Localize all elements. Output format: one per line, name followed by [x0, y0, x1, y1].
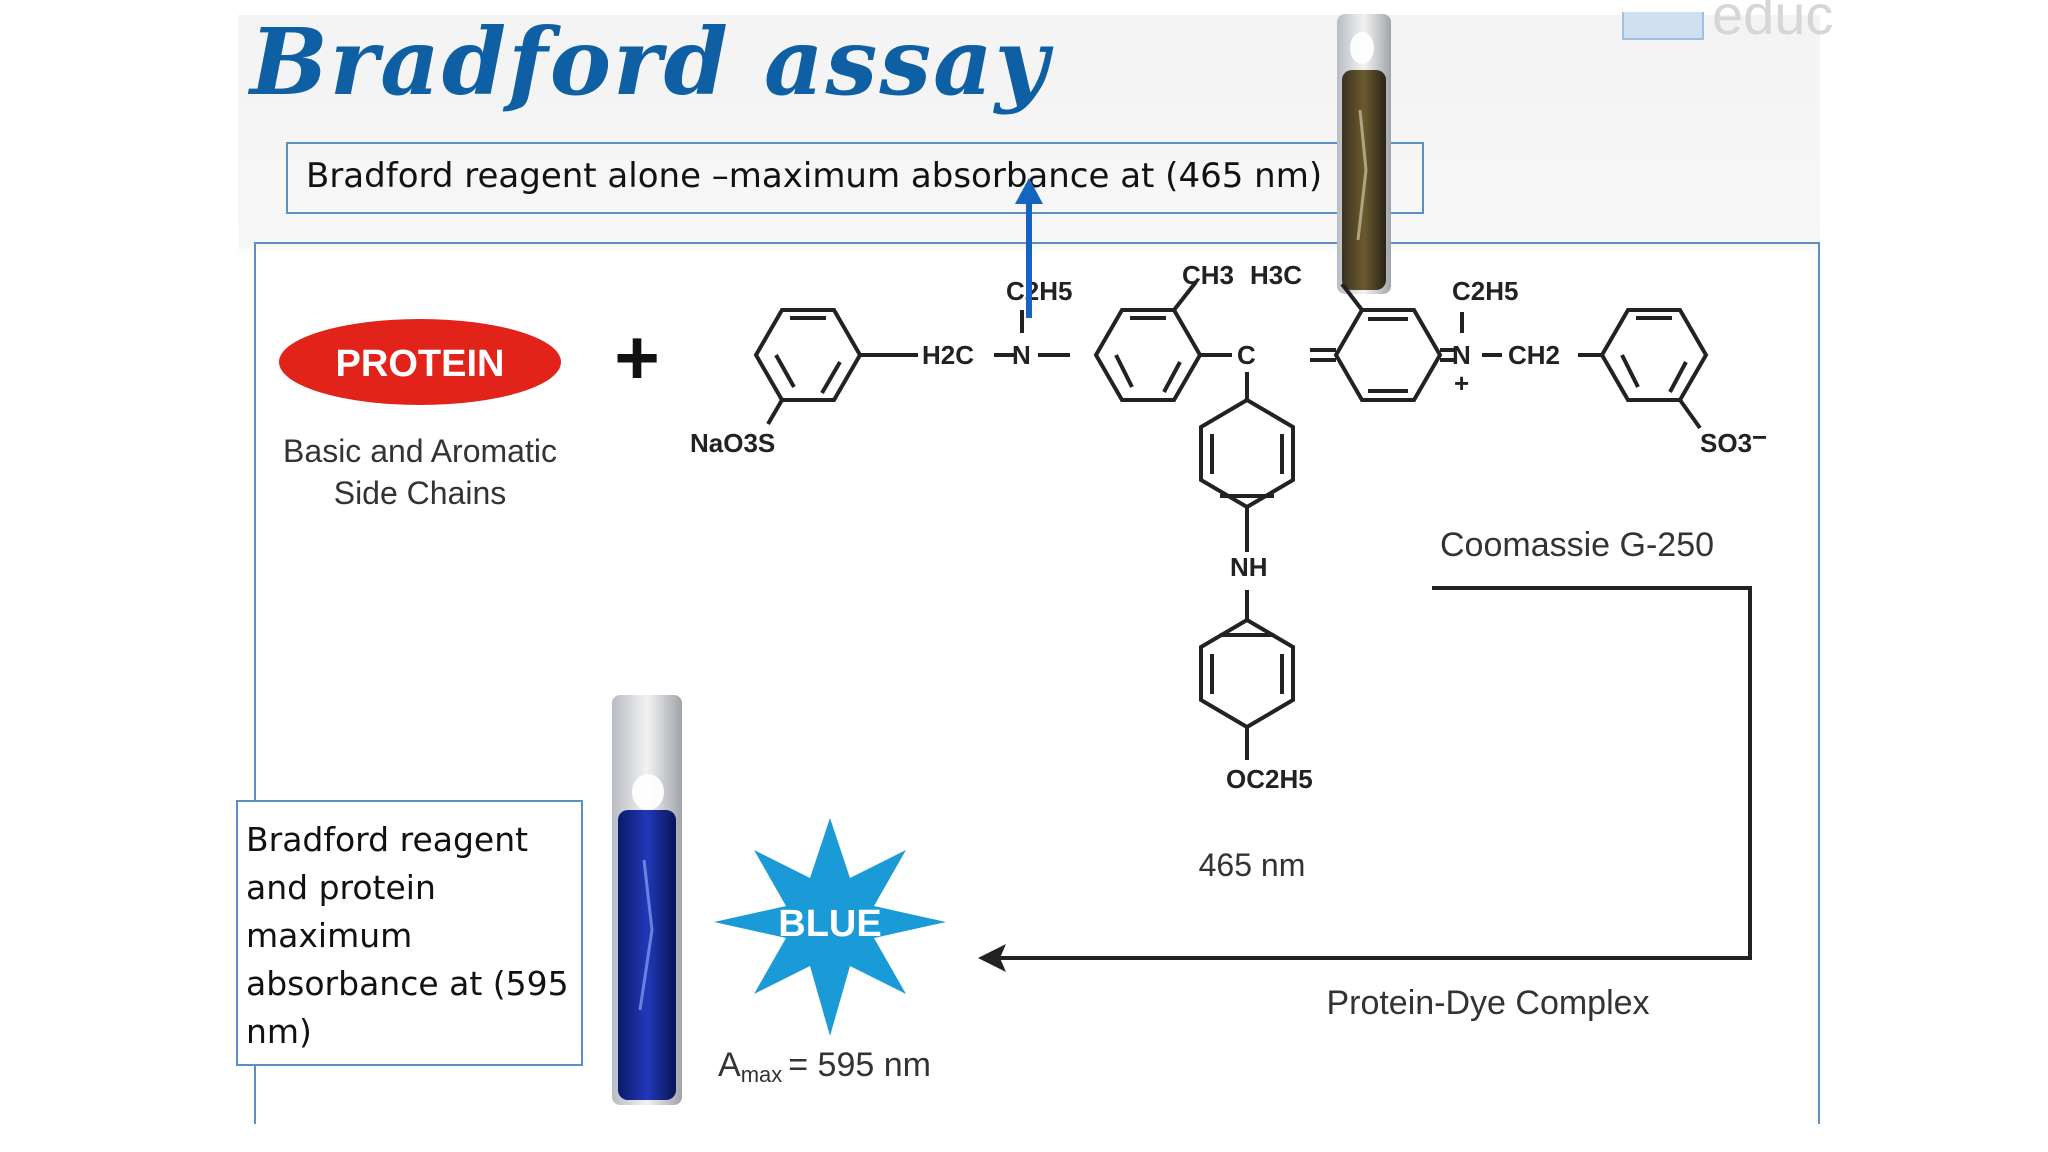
label-so3: SO3 — [1700, 428, 1752, 458]
reagent-alone-box: Bradford reagent alone –maximum absorban… — [286, 142, 1424, 214]
dye-wavelength: 465 nm — [1199, 847, 1306, 883]
label-h3c: H3C — [1250, 260, 1302, 290]
complex-name: Protein-Dye Complex — [1326, 984, 1649, 1022]
reagent-alone-text: Bradford reagent alone –maximum absorban… — [306, 156, 1323, 196]
reagent-protein-box: Bradford reagent and protein maximum abs… — [236, 800, 583, 1066]
plus-sign: + — [614, 313, 660, 401]
label-nh: NH — [1230, 552, 1268, 582]
label-ch3: CH3 — [1182, 260, 1234, 290]
protein-badge-label: PROTEIN — [336, 343, 505, 385]
label-n-right: N — [1452, 340, 1471, 370]
structure-labels: NaO3S H2C N C2H5 CH3 H3C C N + C2H5 CH2 … — [690, 260, 1767, 794]
dye-name: Coomassie G-250 — [1440, 526, 1714, 564]
amax-label: Amax= 595 nm — [718, 1046, 931, 1087]
arrow-left-icon — [978, 586, 1752, 972]
protein-caption-line1: Basic and Aromatic — [283, 433, 557, 469]
label-ch2: CH2 — [1508, 340, 1560, 370]
label-c2h5-left: C2H5 — [1006, 276, 1072, 306]
slide-title: Bradford assay — [250, 8, 1051, 116]
protein-caption-line2: Side Chains — [334, 475, 507, 511]
blue-burst-label: BLUE — [778, 903, 881, 945]
logo-icon — [1622, 12, 1704, 40]
arrow-up-icon — [1015, 178, 1043, 318]
label-n-left: N — [1012, 340, 1031, 370]
label-nao3s: NaO3S — [690, 428, 775, 458]
label-c2h5-right: C2H5 — [1452, 276, 1518, 306]
logo-watermark: educ — [1712, 0, 1834, 46]
protein-badge: PROTEIN — [279, 319, 561, 405]
structure-bonds — [753, 280, 1709, 760]
label-c-center: C — [1237, 340, 1256, 370]
reagent-protein-text: Bradford reagent and protein maximum abs… — [246, 820, 569, 1051]
blue-starburst: BLUE — [714, 818, 946, 1036]
test-tube-blue — [612, 695, 682, 1105]
label-minus-charge: − — [1752, 422, 1767, 452]
label-oc2h5: OC2H5 — [1226, 764, 1313, 794]
label-h2c: H2C — [922, 340, 974, 370]
label-plus-charge: + — [1454, 368, 1469, 398]
diagram-frame — [254, 242, 1820, 1124]
test-tube-brown — [1337, 14, 1391, 294]
